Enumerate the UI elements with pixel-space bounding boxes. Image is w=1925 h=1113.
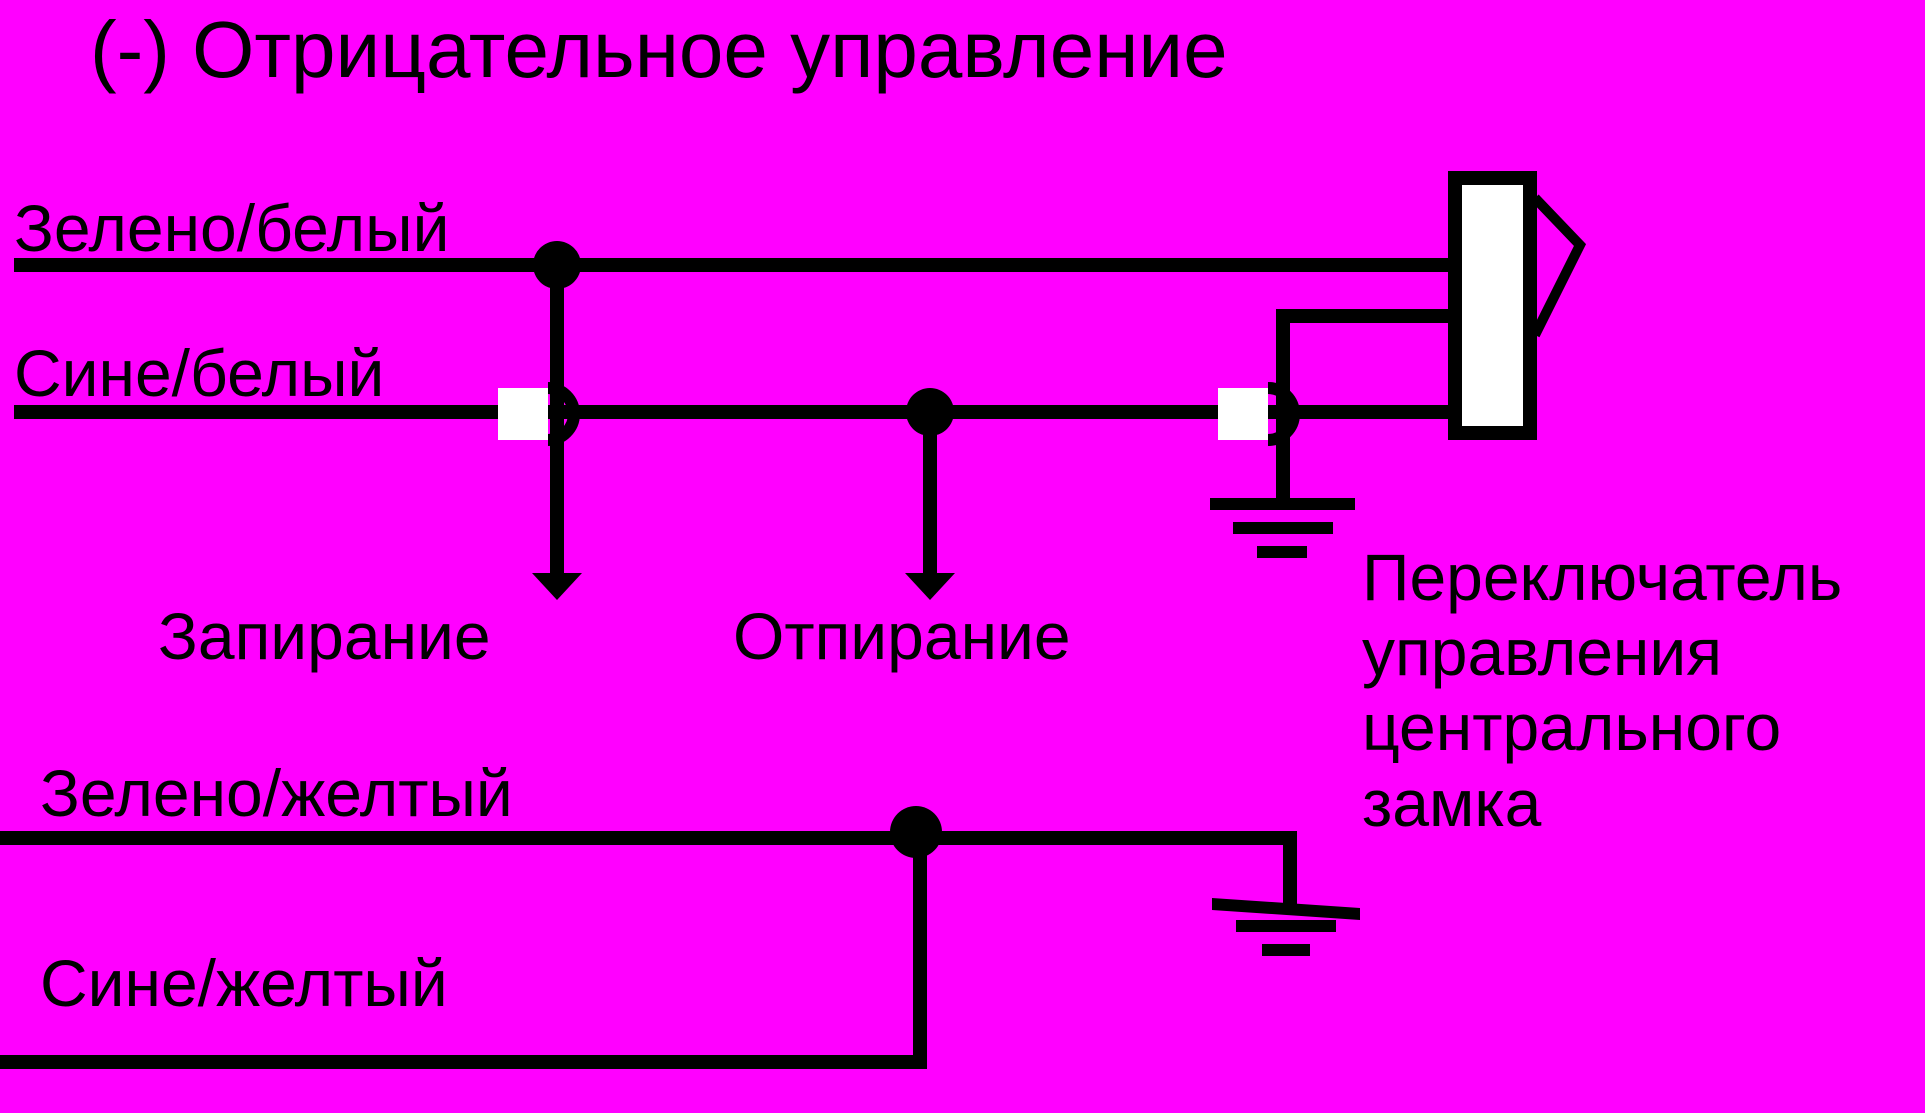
output-label-lock: Запирание [158,599,491,673]
junction-dot-blue-white [906,388,954,436]
junction-dot-green-yellow [890,806,942,858]
switch-label: Переключатель управления центрального за… [1362,540,1922,841]
switch-label-line: центрального [1362,690,1782,765]
wire-label-blue-yellow: Сине/желтый [40,946,448,1020]
wire-label-green-white: Зелено/белый [14,191,450,265]
ground-icon-green-yellow [1212,898,1360,956]
lock-arrow-icon [532,573,582,600]
junction-dot-green-white [533,241,581,289]
wire-label-green-yellow: Зелено/желтый [40,756,513,830]
wire-blue-yellow [0,838,927,1069]
page-title: (-) Отрицательное управление [90,5,1228,94]
unlock-arrow-icon [905,573,955,600]
switch-label-line: управления [1362,615,1722,690]
switch-body [1448,171,1537,440]
switch-label-line: Переключатель [1362,540,1843,614]
output-label-unlock: Отпирание [733,599,1071,673]
wire-label-blue-white: Сине/белый [14,336,385,410]
switch-lever [1530,194,1587,338]
ground-icon-switch [1210,498,1355,558]
switch-label-line: замка [1362,765,1542,840]
crossover-lock [498,382,580,446]
wire-green-yellow [0,831,1297,905]
crossover-switch [1218,382,1300,446]
